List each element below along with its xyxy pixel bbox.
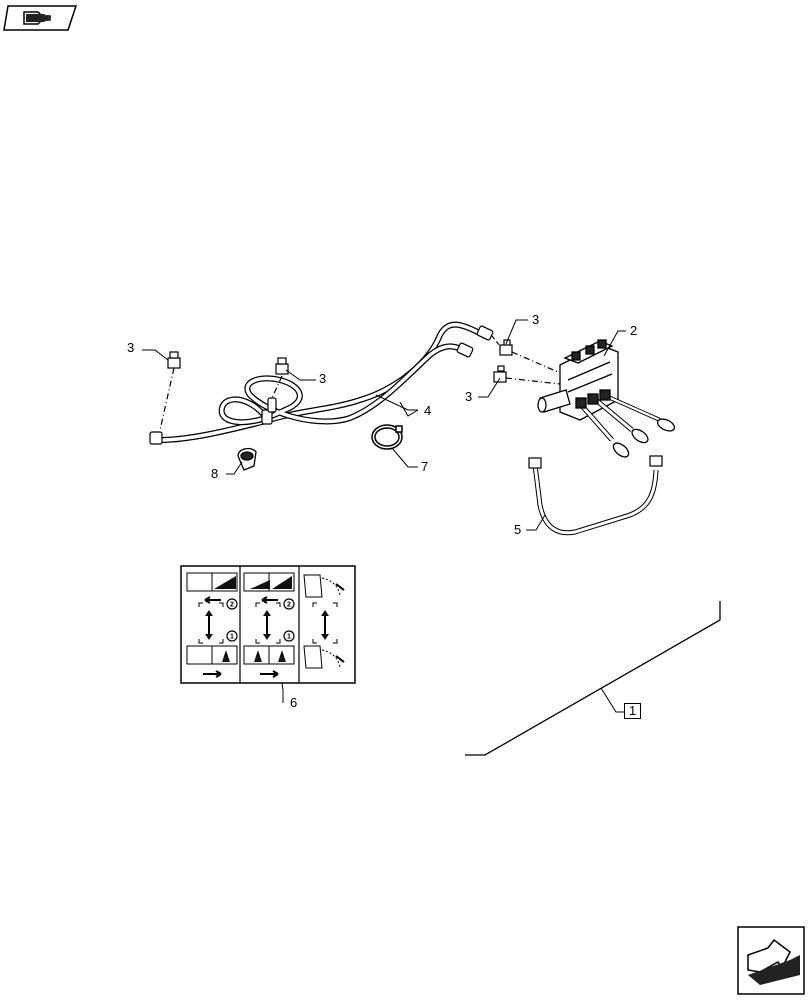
callout-3b: 3 [319, 371, 327, 386]
control-valve [537, 339, 676, 458]
previous-page-icon[interactable] [3, 5, 78, 31]
callout-3a: 3 [127, 340, 135, 355]
decal-column-3 [303, 574, 345, 669]
leader-lines [142, 319, 721, 756]
callout-2: 2 [630, 323, 638, 338]
hose-clip [237, 447, 257, 471]
next-page-icon[interactable] [737, 926, 805, 995]
fitting-3b [271, 357, 289, 399]
decal-badge-1a: 1 [230, 634, 234, 641]
hose-clamp-ring [371, 424, 403, 450]
callout-5: 5 [514, 522, 522, 537]
fitting-3a [159, 351, 181, 431]
callout-7: 7 [421, 459, 429, 474]
decal-badges: 2 1 2 1 [230, 602, 291, 641]
callout-6: 6 [290, 695, 298, 710]
decal [180, 565, 356, 684]
hose-assembly [149, 321, 494, 445]
decal-column-2 [243, 572, 295, 678]
decal-column-1 [186, 572, 238, 678]
callout-3c: 3 [532, 312, 540, 327]
fitting-3d [493, 365, 561, 385]
decal-badge-2b: 2 [287, 602, 291, 609]
callout-8: 8 [211, 466, 219, 481]
steel-tube [528, 455, 663, 536]
callout-3d: 3 [465, 389, 473, 404]
decal-badge-2a: 2 [230, 602, 234, 609]
callout-1: 1 [624, 703, 642, 719]
callout-4: 4 [424, 403, 432, 418]
decal-badge-1b: 1 [287, 634, 291, 641]
